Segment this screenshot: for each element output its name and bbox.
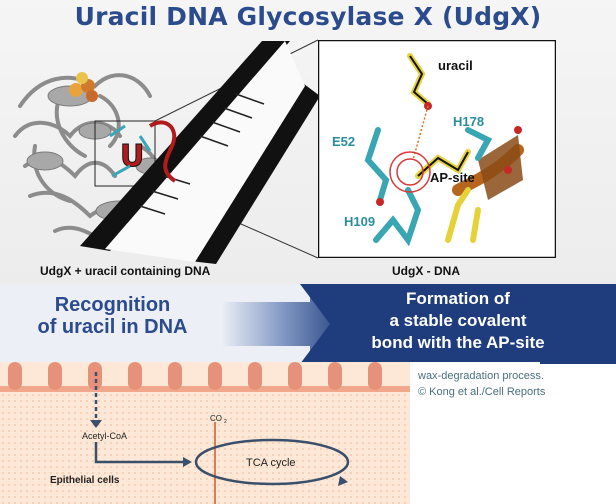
brown-sheet: [478, 135, 523, 200]
dna-strand: DNA: [80, 41, 320, 264]
epithelial-diagram: Acetyl-CoA CO 2 TCA cycle Epithelial cel…: [0, 362, 540, 504]
left-caption: UdgX + uracil containing DNA: [40, 264, 211, 278]
banner-right-block: [340, 284, 616, 364]
banner: [0, 284, 616, 364]
label-h178: H178: [453, 114, 484, 129]
label-uracil: uracil: [438, 58, 473, 73]
red-strand: [148, 120, 177, 183]
page-title: Uracil DNA Glycosylase X (UdgX): [74, 2, 542, 31]
dashed-arrow-head: [90, 420, 102, 428]
banner-chevron: [300, 284, 360, 364]
label-e52: E52: [332, 134, 355, 149]
bond-line: [412, 105, 429, 161]
stick-outlines: [409, 55, 469, 177]
acetyl-label: Acetyl-CoA: [82, 431, 127, 441]
lower-figure: Acetyl-CoA CO 2 TCA cycle Epithelial cel…: [0, 362, 540, 504]
credit-line-2: © Kong et al./Cell Reports: [418, 386, 546, 398]
credit-area: [410, 362, 540, 504]
epithelial-label: Epithelial cells: [50, 475, 120, 486]
oxygen-atoms: [376, 102, 522, 206]
formation-line-2: a stable covalent: [389, 311, 527, 330]
teal-sticks: [109, 124, 152, 178]
right-caption: UdgX - DNA: [392, 264, 460, 278]
protein-dna-illustration: DNA U: [13, 39, 320, 264]
acetyl-arrow-head: [183, 457, 192, 467]
tca-ellipse: [194, 438, 350, 486]
co2-label: CO: [210, 414, 222, 423]
co2-subscript: 2: [224, 419, 227, 425]
formation-line-1: Formation of: [406, 289, 510, 308]
cell-texture: [0, 392, 410, 504]
teal-residues: [364, 127, 493, 247]
villi: [8, 362, 382, 390]
tca-arrow-head: [338, 476, 348, 486]
acetyl-arrow: [94, 442, 185, 464]
credit-line-1: wax-degradation process.: [418, 370, 544, 382]
formation-text: Formation of a stable covalent bond with…: [348, 288, 568, 354]
uracil-letter: U: [120, 139, 144, 174]
formation-line-3: bond with the AP-site: [371, 333, 545, 352]
recognition-line-2: of uracil in DNA: [37, 316, 188, 338]
tca-label: TCA cycle: [246, 457, 296, 469]
membrane: [0, 386, 410, 392]
highlight-ring-outer: [389, 151, 431, 193]
metal-cluster: [69, 72, 98, 102]
zoom-box: [94, 120, 156, 187]
recognition-line-1: Recognition: [54, 294, 171, 316]
highlight-ring-inner: [396, 158, 424, 186]
zoom-panel: uracil H178 E52 AP-site H109: [318, 40, 556, 258]
credit-text: wax-degradation process. © Kong et al./C…: [418, 368, 545, 400]
label-ap-site: AP-site: [430, 170, 475, 185]
label-h109: H109: [344, 214, 375, 229]
recognition-text: Recognition of uracil in DNA: [10, 294, 215, 338]
